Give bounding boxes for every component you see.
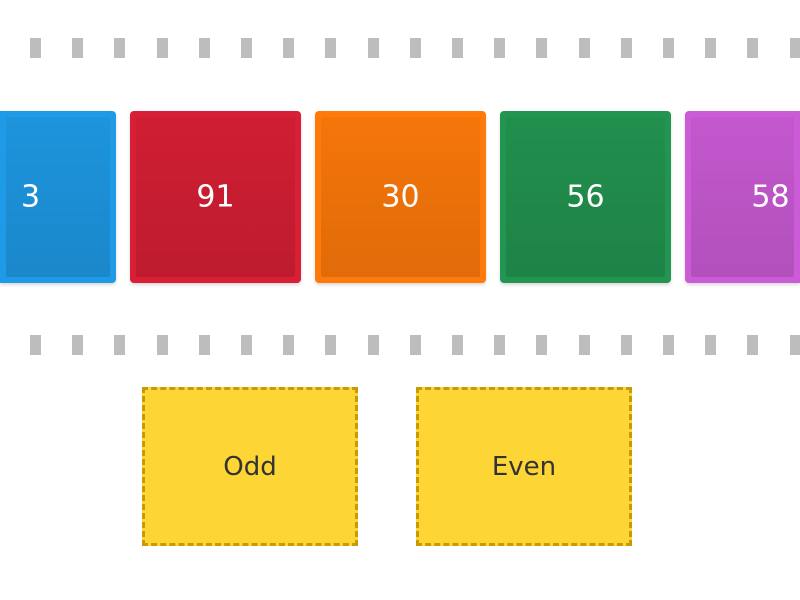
dash-mark: [789, 38, 800, 58]
dash-mark: [367, 335, 379, 355]
dash-mark: [409, 335, 421, 355]
dash-mark: [494, 335, 506, 355]
dash-mark: [536, 335, 548, 355]
dash-mark: [663, 38, 674, 58]
tile-label: 30: [381, 179, 420, 215]
dash-mark: [325, 38, 337, 58]
dash-mark: [156, 335, 168, 355]
dash-mark: [705, 38, 717, 58]
dash-mark: [241, 38, 252, 58]
dash-mark: [452, 335, 463, 355]
dash-mark: [409, 38, 421, 58]
number-tile[interactable]: 58: [685, 111, 800, 283]
dash-mark: [72, 38, 84, 58]
drop-zone-even[interactable]: Even: [416, 387, 632, 546]
dash-mark: [578, 38, 590, 58]
dash-mark: [663, 335, 674, 355]
dash-mark: [620, 38, 632, 58]
number-tile[interactable]: 30: [315, 111, 486, 283]
dash-mark: [283, 335, 295, 355]
tile-label: 58: [751, 179, 790, 215]
tile-label: 3: [20, 179, 41, 215]
dash-mark: [789, 335, 800, 355]
dash-mark: [114, 335, 126, 355]
zone-label: Odd: [223, 451, 277, 482]
dash-mark: [156, 38, 168, 58]
number-tile[interactable]: 56: [500, 111, 671, 283]
dash-mark: [578, 335, 590, 355]
number-tile[interactable]: 91: [130, 111, 301, 283]
dash-mark: [283, 38, 295, 58]
dash-mark: [325, 335, 337, 355]
dash-mark: [30, 38, 41, 58]
tile-label: 91: [196, 179, 235, 215]
dash-mark: [30, 335, 41, 355]
dash-mark: [72, 335, 84, 355]
zone-label: Even: [491, 451, 557, 482]
dash-mark: [620, 335, 632, 355]
dash-mark: [705, 335, 717, 355]
dash-mark: [241, 335, 252, 355]
tile-slot-track-top: [0, 38, 800, 58]
drop-zone-odd[interactable]: Odd: [142, 387, 358, 546]
dash-mark: [198, 335, 210, 355]
dash-mark: [198, 38, 210, 58]
tile-label: 56: [566, 179, 605, 215]
dash-mark: [114, 38, 126, 58]
dash-mark: [747, 38, 759, 58]
dash-mark: [452, 38, 463, 58]
dash-mark: [494, 38, 506, 58]
number-tile[interactable]: 3: [0, 111, 116, 283]
dash-mark: [536, 38, 548, 58]
tile-slot-track-bottom: [0, 335, 800, 355]
dash-mark: [747, 335, 759, 355]
dash-mark: [367, 38, 379, 58]
